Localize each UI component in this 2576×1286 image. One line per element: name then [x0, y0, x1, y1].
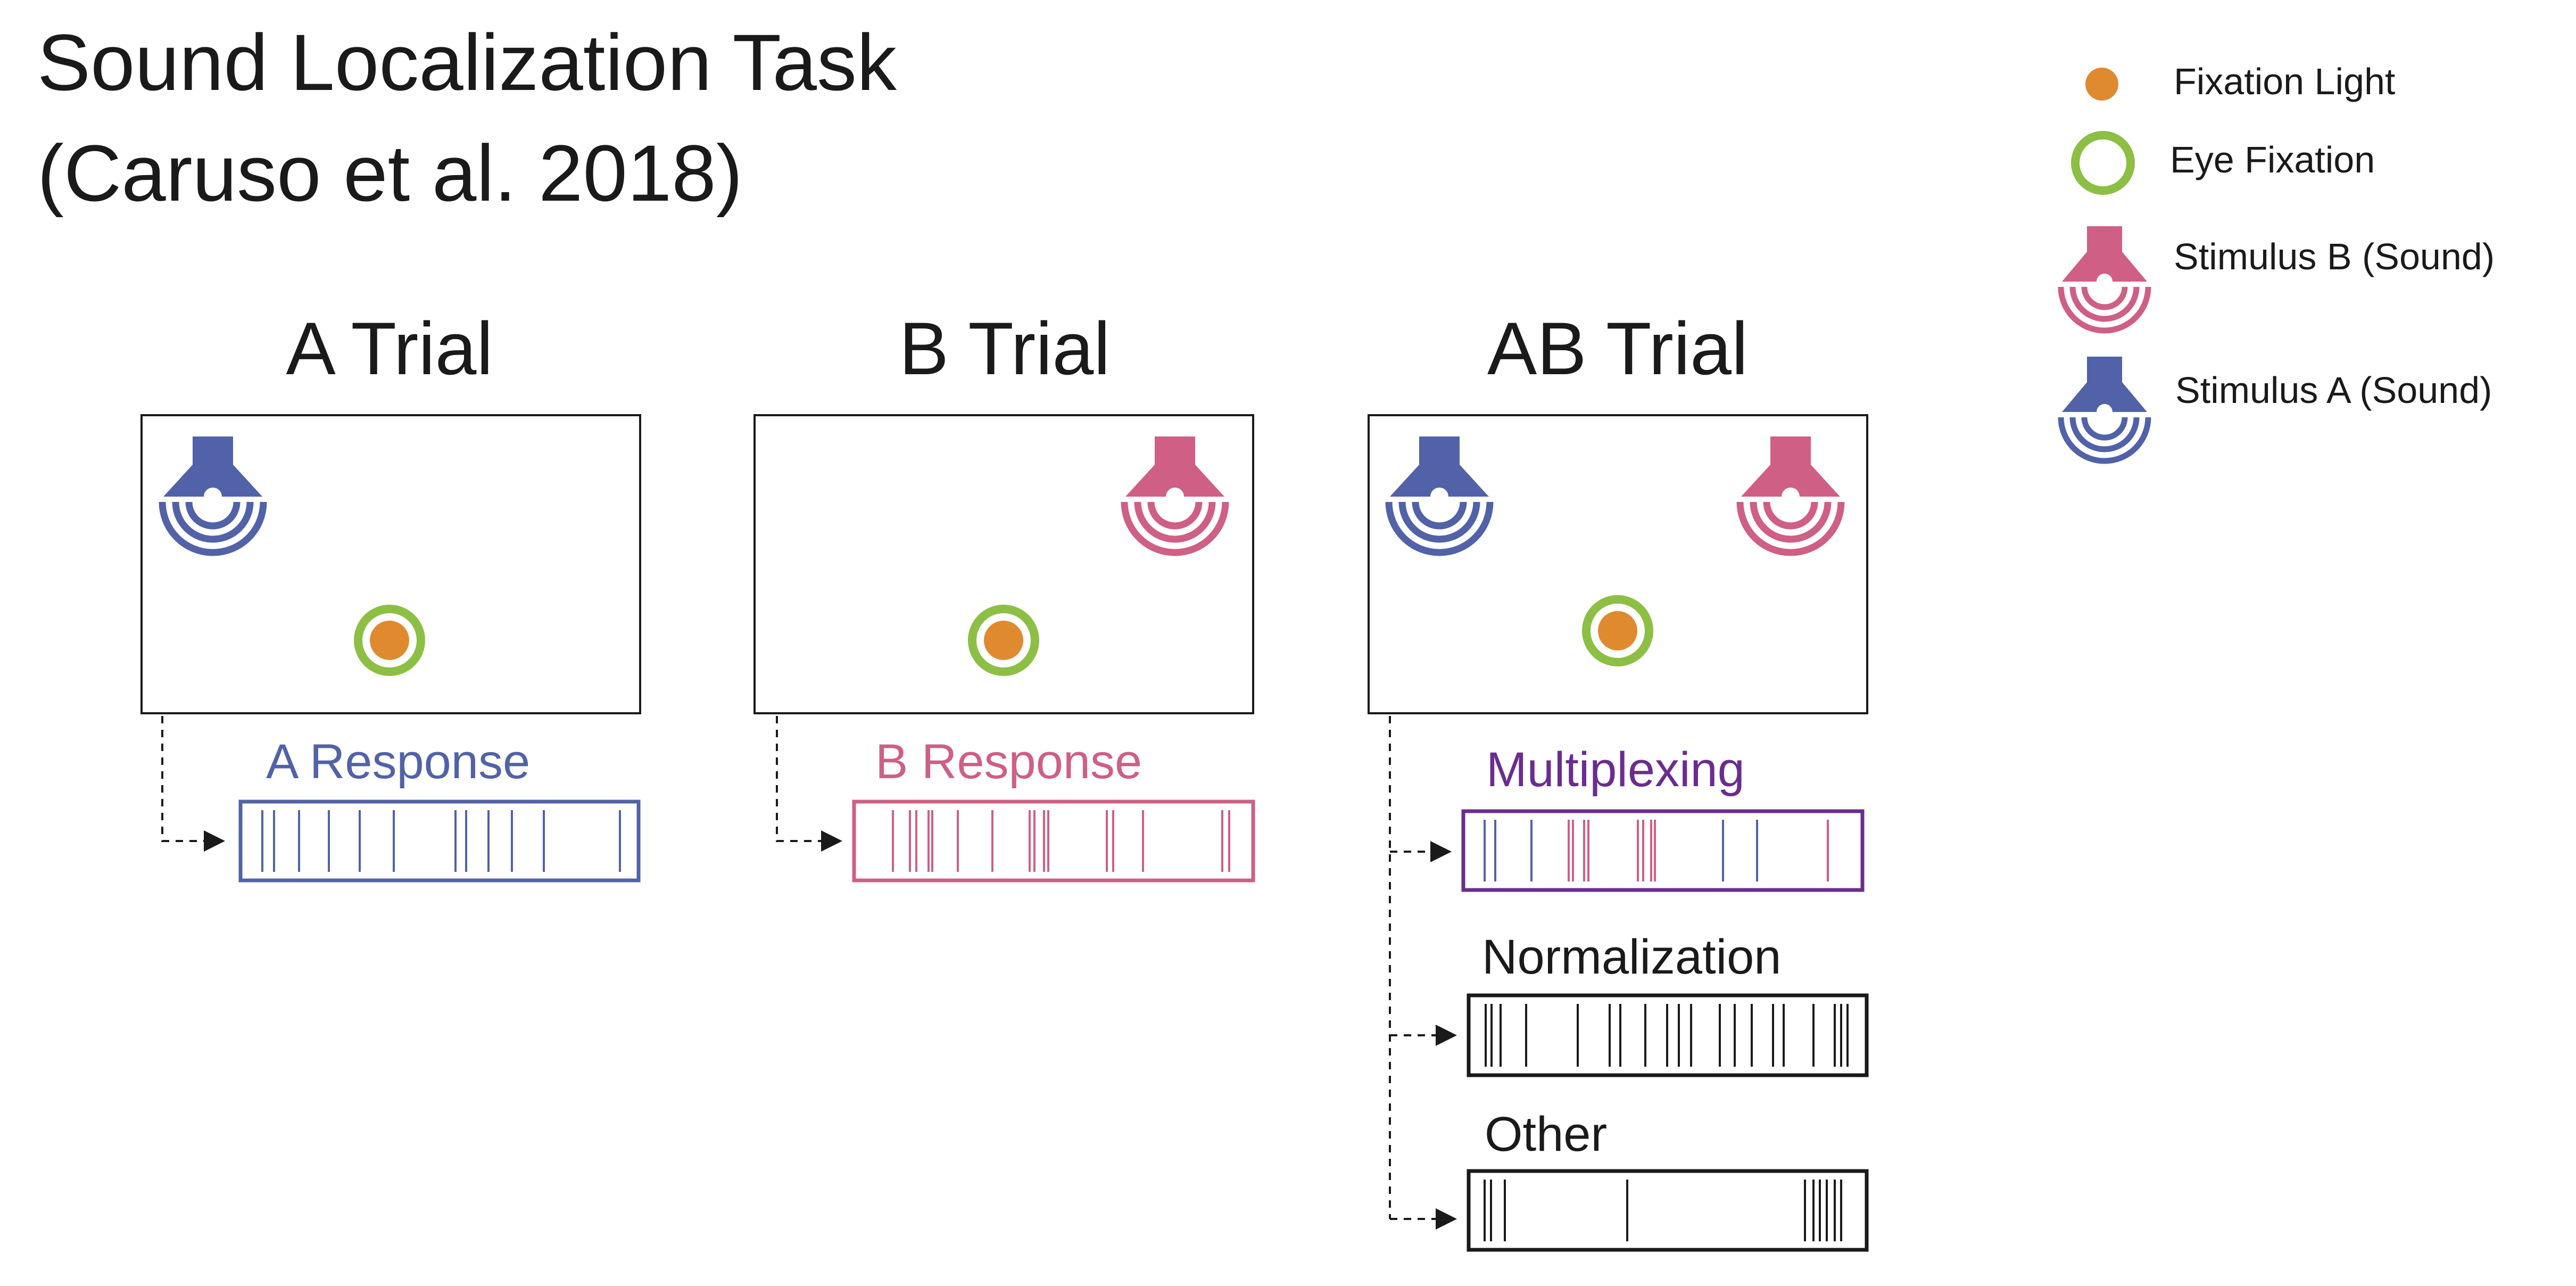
a-response-label: A Response	[266, 735, 531, 789]
trial-b-fixation-target-icon	[968, 605, 1039, 676]
b-response-label: B Response	[875, 735, 1142, 789]
normalization-box	[1467, 993, 1869, 1077]
trial-b-title: B Trial	[899, 307, 1111, 390]
other-spike-train	[1484, 1180, 1842, 1241]
trial-ab-fixation-target-icon	[1582, 595, 1653, 666]
trial-a-fixation-target-icon	[354, 605, 425, 676]
trial-b-stimulus-b-speaker-icon	[1121, 436, 1229, 556]
legend-fixation-light-label: Fixation Light	[2174, 61, 2396, 102]
multiplexing-label: Multiplexing	[1486, 743, 1745, 797]
legend-eye-fixation-label: Eye Fixation	[2170, 139, 2375, 180]
trial-ab-stimulus-b-speaker-icon	[1736, 436, 1845, 556]
trial-a-stimulus-a-speaker-icon	[159, 436, 267, 556]
legend-fixation-light-icon	[2085, 68, 2118, 101]
other-label: Other	[1485, 1107, 1608, 1161]
figure-title: Sound Localization Task	[37, 18, 897, 107]
legend-stimulus-a-label: Stimulus A (Sound)	[2175, 369, 2492, 411]
trial-ab-title: AB Trial	[1487, 307, 1749, 390]
a-response-box	[238, 799, 641, 883]
normalization-spike-train	[1485, 1004, 1849, 1067]
legend-stimulus-b-label: Stimulus B (Sound)	[2174, 236, 2495, 277]
legend-stimulus-a-speaker-icon	[2058, 357, 2151, 464]
normalization-label: Normalization	[1482, 930, 1782, 984]
b-response-box	[852, 799, 1255, 883]
trial-ab-stimulus-a-speaker-icon	[1385, 436, 1494, 556]
trial-a-title: A Trial	[286, 307, 493, 390]
multiplexing-spike-train	[1484, 820, 1829, 881]
b-trial-connector-arrow	[776, 716, 842, 852]
legend-eye-fixation-icon	[2071, 131, 2135, 195]
b-response-spike-train	[892, 810, 1230, 872]
a-response-spike-train	[261, 810, 621, 872]
legend-stimulus-b-speaker-icon	[2058, 226, 2151, 334]
other-box	[1467, 1169, 1869, 1252]
a-trial-connector-arrow	[161, 716, 225, 852]
multiplexing-box	[1461, 809, 1865, 892]
figure-citation: (Caruso et al. 2018)	[37, 128, 743, 218]
